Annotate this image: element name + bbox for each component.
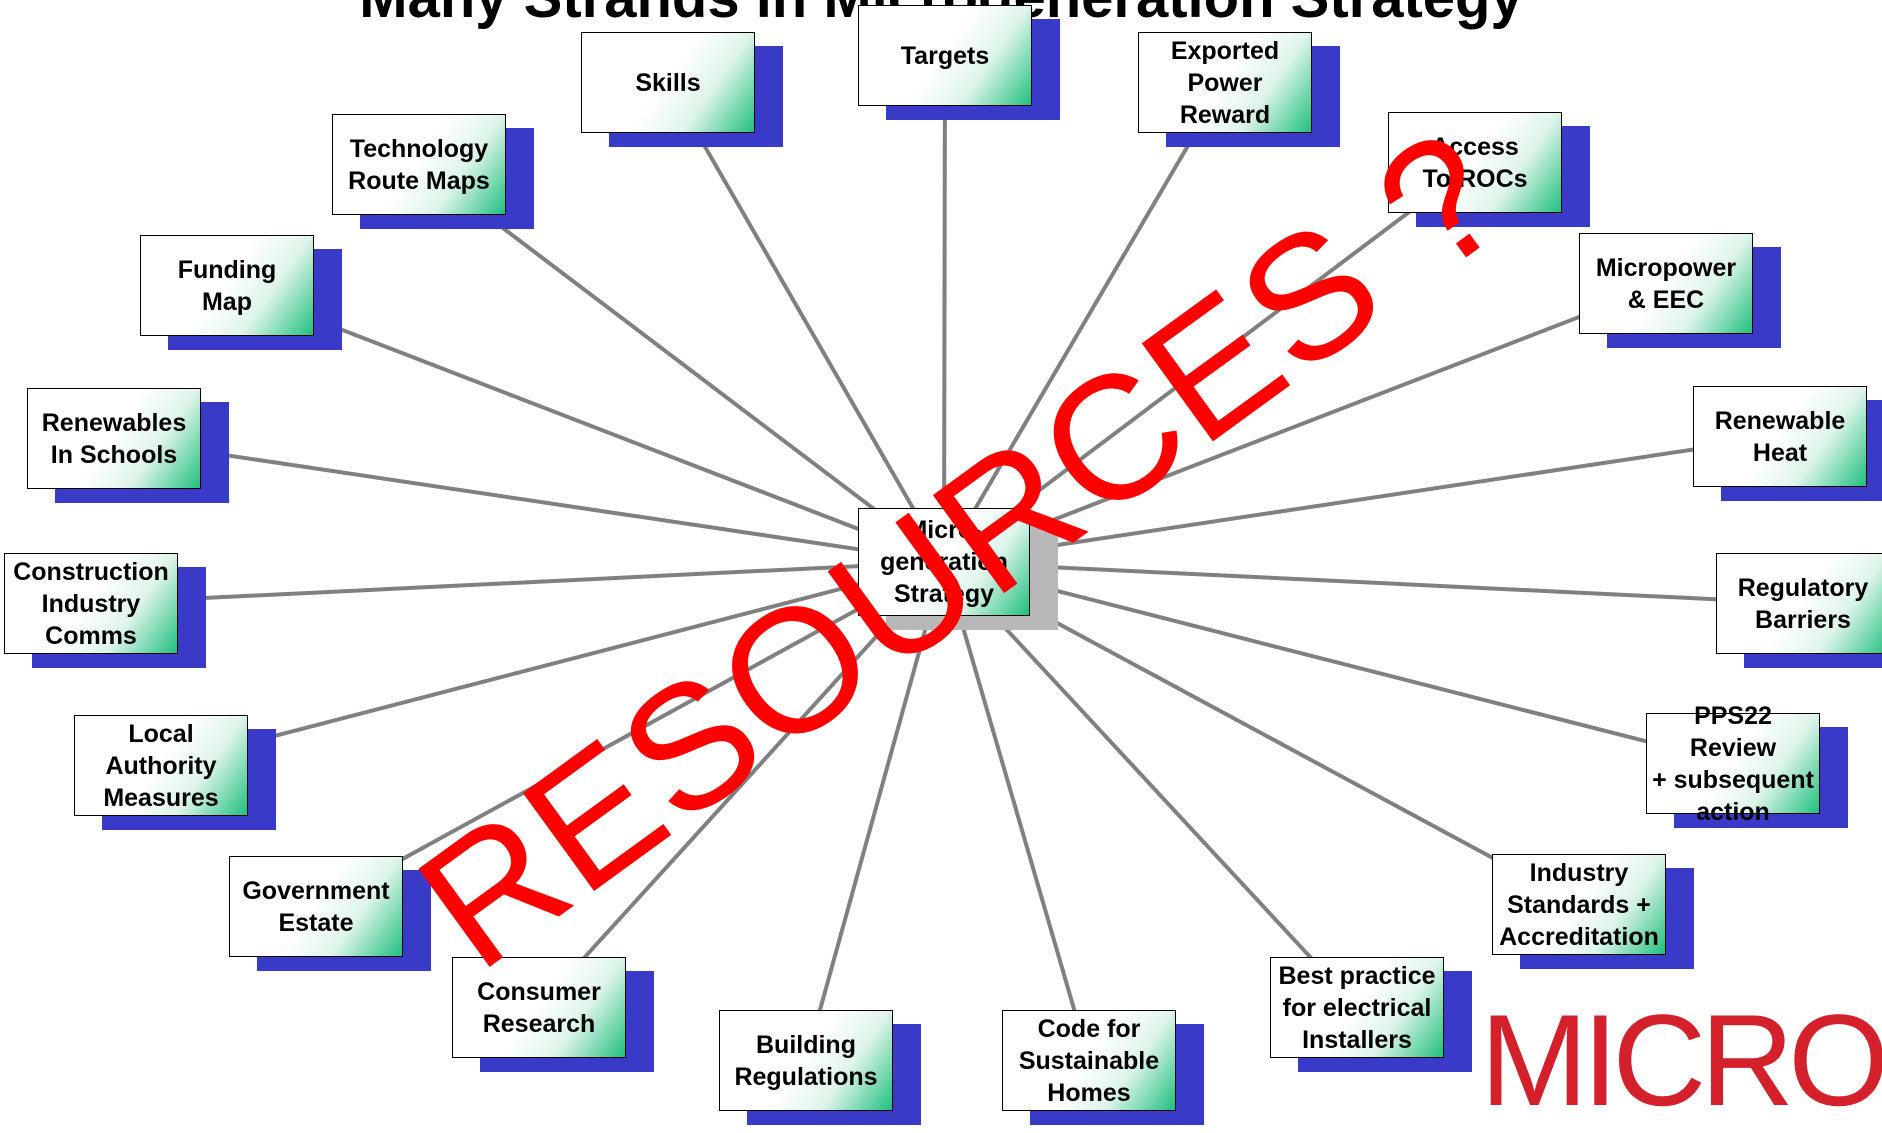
connector-access-to-rocs bbox=[942, 160, 1477, 564]
node-label: Technology Route Maps bbox=[348, 134, 490, 195]
connector-industry-standards bbox=[943, 560, 1580, 907]
node-label: Best practice for electrical Installers bbox=[1278, 961, 1436, 1054]
node-label: Code for Sustainable Homes bbox=[1018, 1014, 1160, 1107]
connector-skills bbox=[666, 81, 946, 563]
micropower-logo: MICRO bbox=[1480, 987, 1882, 1133]
node-pps22-review: PPS22 Review + subsequent action bbox=[1646, 702, 1820, 826]
connector-exported-power-reward bbox=[942, 81, 1227, 564]
node-label: Local Authority Measures bbox=[103, 719, 219, 812]
node-government-estate: Government Estate bbox=[229, 856, 403, 957]
node-skills: Skills bbox=[581, 32, 755, 133]
node-local-authority-measures: Local Authority Measures bbox=[74, 715, 248, 816]
connector-micropower-eec bbox=[943, 281, 1667, 564]
node-building-regulations: Building Regulations bbox=[719, 1010, 893, 1111]
connector-construction-industry-comms bbox=[90, 560, 945, 606]
connector-renewable-heat bbox=[943, 434, 1781, 564]
connector-technology-route-maps bbox=[417, 162, 946, 564]
node-consumer-research: Consumer Research bbox=[452, 957, 626, 1058]
node-access-to-rocs: Access To ROCs bbox=[1388, 112, 1562, 213]
node-label: Construction Industry Comms bbox=[13, 557, 169, 650]
connector-code-sustainable-homes bbox=[942, 561, 1091, 1062]
node-label: PPS22 Review + subsequent action bbox=[1652, 701, 1814, 826]
connector-targets bbox=[942, 55, 947, 563]
node-renewable-heat: Renewable Heat bbox=[1693, 386, 1867, 487]
node-construction-industry-comms: Construction Industry Comms bbox=[4, 553, 178, 654]
node-label: Skills bbox=[635, 68, 701, 97]
node-label: Regulatory Barriers bbox=[1737, 573, 1869, 634]
connector-government-estate bbox=[315, 560, 945, 909]
node-label: Funding Map bbox=[177, 255, 277, 316]
node-exported-power-reward: Exported Power Reward bbox=[1138, 32, 1312, 133]
node-industry-standards: Industry Standards + Accreditation bbox=[1492, 854, 1666, 955]
node-label: Renewable Heat bbox=[1714, 406, 1846, 467]
node-label: Renewables In Schools bbox=[41, 408, 187, 469]
connector-best-practice-electrical bbox=[942, 560, 1359, 1009]
node-micropower-eec: Micropower & EEC bbox=[1579, 233, 1753, 334]
node-code-sustainable-homes: Code for Sustainable Homes bbox=[1002, 1010, 1176, 1111]
connector-local-authority-measures bbox=[160, 560, 945, 768]
connector-pps22-review bbox=[943, 560, 1734, 766]
node-technology-route-maps: Technology Route Maps bbox=[332, 114, 506, 215]
node-label: Micropower & EEC bbox=[1595, 253, 1737, 314]
connector-funding-map bbox=[226, 283, 945, 564]
connector-regulatory-barriers bbox=[943, 560, 1804, 606]
node-label: Consumer Research bbox=[477, 977, 601, 1038]
node-label: Access To ROCs bbox=[1422, 132, 1528, 193]
center-label: Micro- generation Strategy bbox=[880, 516, 1008, 608]
connector-renewables-in-schools bbox=[113, 436, 945, 564]
connector-building-regulations bbox=[804, 561, 946, 1062]
node-funding-map: Funding Map bbox=[140, 235, 314, 336]
node-renewables-in-schools: Renewables In Schools bbox=[27, 388, 201, 489]
node-label: Building Regulations bbox=[734, 1030, 878, 1091]
node-label: Government Estate bbox=[242, 876, 390, 937]
node-label: Industry Standards + Accreditation bbox=[1499, 858, 1659, 951]
node-center-strategy: Micro- generation Strategy bbox=[858, 508, 1030, 616]
node-best-practice-electrical: Best practice for electrical Installers bbox=[1270, 957, 1444, 1058]
node-targets: Targets bbox=[858, 5, 1032, 106]
node-label: Targets bbox=[900, 41, 990, 70]
connector-consumer-research bbox=[537, 560, 946, 1009]
node-label: Exported Power Reward bbox=[1170, 36, 1280, 129]
node-regulatory-barriers: Regulatory Barriers bbox=[1716, 553, 1882, 654]
